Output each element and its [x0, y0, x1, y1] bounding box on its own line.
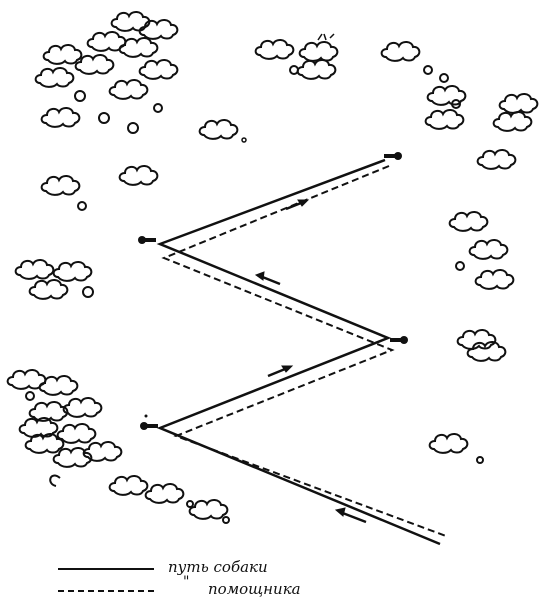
helper-figure-icon [384, 152, 402, 160]
bush-icon [110, 476, 148, 495]
bush-icon [120, 38, 158, 57]
bush-icon [84, 442, 122, 461]
solid-line-sample [58, 568, 154, 570]
bush-icon [298, 60, 336, 79]
bush-icon [200, 120, 238, 139]
bush-icon [256, 40, 294, 59]
bush-icon [64, 398, 102, 417]
arrow-icon [256, 272, 280, 284]
bushes [8, 12, 538, 523]
bush-icon [30, 280, 68, 299]
bush-icon [190, 500, 228, 519]
legend-helper-path-label: помощника [208, 580, 301, 598]
bush-icon [382, 42, 420, 61]
ditto-mark: " [183, 574, 189, 590]
bush-icon [494, 112, 532, 131]
dashed-line-sample [58, 590, 154, 592]
bush-icon [470, 240, 508, 259]
bush-icon [110, 80, 148, 99]
arrow-icon [268, 366, 292, 376]
helper-path-line [164, 166, 446, 536]
helper-figure-icon [140, 415, 158, 431]
bush-icon [16, 260, 54, 279]
bush-icon [140, 20, 178, 39]
bush-icon [36, 68, 74, 87]
helper-figure-icon [390, 336, 408, 344]
arrow-icon [336, 508, 366, 522]
bush-icon [58, 424, 96, 443]
bush-icon [44, 45, 82, 64]
bush-icon [54, 262, 92, 281]
bush-icon [300, 42, 338, 61]
bush-icon [426, 110, 464, 129]
dog-path-line [160, 160, 440, 544]
bush-icon [478, 150, 516, 169]
bush-icon [500, 94, 538, 113]
bush-icon [476, 270, 514, 289]
helper-figure-icon [138, 236, 156, 244]
legend-dog-path: путь собаки [58, 560, 388, 578]
bush-icon [40, 376, 78, 395]
bush-icon [468, 342, 506, 361]
arrow-icon [286, 200, 308, 209]
bush-icon [42, 176, 80, 195]
bush-icon [42, 108, 80, 127]
legend-helper-path: " помощника [58, 582, 388, 600]
bush-icon [430, 434, 468, 453]
bush-icon [458, 330, 496, 349]
bush-icon [450, 212, 488, 231]
bush-icon [76, 55, 114, 74]
bush-icon [120, 166, 158, 185]
bush-icon [146, 484, 184, 503]
bush-icon [140, 60, 178, 79]
